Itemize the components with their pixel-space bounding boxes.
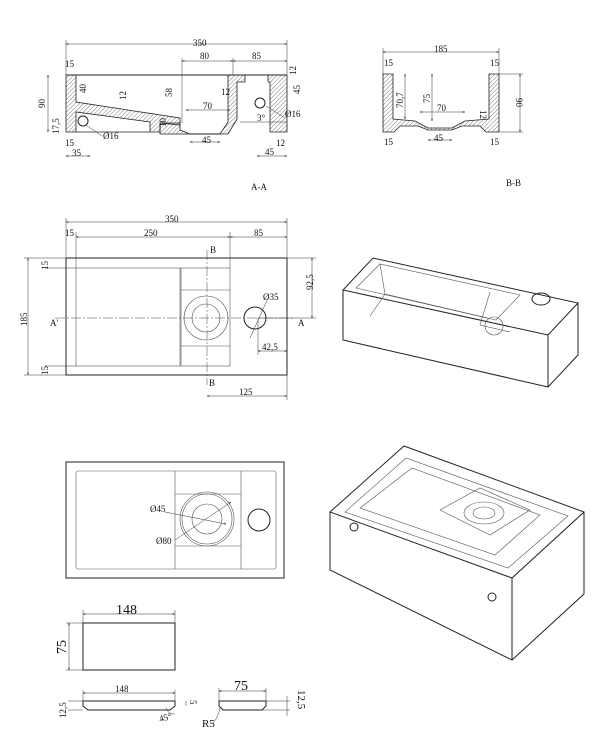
cover-dim-side-length: 148	[115, 684, 129, 694]
plan-dim-overall-width: 350	[165, 214, 179, 224]
dim-depth-left: 40	[78, 84, 88, 94]
drain-outer-ring-80	[179, 491, 235, 547]
drain-area	[180, 267, 231, 367]
dim-step: 10	[158, 118, 168, 128]
cover-dim-end-radius: R5	[202, 718, 215, 730]
section-mark-a-left: A'	[50, 318, 58, 328]
right-section	[219, 74, 288, 135]
dim-overflow-depth: 45	[292, 85, 302, 95]
section-a-a: 350 80 85 15 12 45 90 40 12 58 12 70 3° …	[37, 38, 302, 192]
dim-height: 90	[37, 99, 47, 109]
section-title: A-A	[251, 182, 267, 192]
dim-inner-drain: Ø45	[150, 504, 166, 514]
cover-dim-length: 148	[116, 603, 137, 618]
dim-drain-outlet: 45	[202, 135, 212, 145]
dim-drain-bottom: 70	[203, 101, 213, 111]
b-dim-drain-bottom: 70	[437, 103, 447, 113]
top-tap-hole	[247, 508, 271, 532]
plan-dim-wall-bottom: 15	[40, 366, 50, 376]
drain-cover-views: 148 75 148 12,5 5 45° 75 R5 12,5	[55, 603, 307, 730]
side-hole	[77, 115, 89, 127]
plan-dim-tap-hole: Ø35	[263, 292, 279, 302]
cover-top-view	[82, 622, 176, 671]
dim-overflow-wall: 12	[221, 87, 230, 97]
dim-overall-width: 350	[193, 38, 207, 48]
section-mark-b-top: B	[210, 245, 216, 255]
b-dim-drain-depth: 75	[422, 94, 432, 104]
basin-bowl	[75, 267, 181, 367]
dim-slope-thickness: 12	[118, 91, 128, 100]
dimension-lines	[48, 40, 287, 156]
cover-end-view	[218, 700, 267, 711]
isometric-view-bottom	[329, 445, 585, 661]
overflow-hole	[254, 97, 266, 109]
drain-inner-ring-45	[191, 503, 223, 535]
b-dim-width: 185	[434, 44, 448, 54]
b-dim-inner-depth: 70,7	[395, 92, 405, 108]
dim-hole-height: 17,5	[51, 118, 61, 134]
b-dim-wall-right-top: 15	[490, 58, 500, 68]
section-mark-b-bottom: B	[209, 378, 215, 388]
b-section-title: B-B	[506, 178, 521, 188]
plan-dim-depth: 185	[19, 312, 29, 326]
b-dim-wall-left-bottom: 15	[384, 137, 394, 147]
basin-outline	[65, 257, 288, 376]
dim-wall-top: 15	[65, 59, 75, 69]
plan-dim-basin-width: 250	[144, 228, 158, 238]
dim-right-wall: 12	[276, 138, 285, 148]
plan-dimension-lines	[24, 218, 316, 400]
b-dim-floor-thickness: 12	[478, 110, 488, 119]
section-b-b: 185 15 15 70,7 75 70 90 12 15 45 15 B-B	[383, 44, 524, 188]
b-dim-height: 90	[514, 98, 524, 108]
dim-depth-drain: 58	[164, 88, 174, 98]
cover-dim-end-width: 75	[234, 679, 248, 694]
plan-dim-tap-center-y: 92,5	[305, 274, 315, 290]
section-mark-a-right: A	[298, 318, 305, 328]
b-dimension-lines	[383, 48, 523, 140]
plan-dim-tap-offset-x: 42,5	[262, 342, 278, 352]
cover-dim-chamfer-angle: 45°	[158, 711, 173, 724]
dim-side-hole: Ø16	[103, 131, 119, 141]
cover-dim-chamfer: 5	[188, 700, 198, 705]
b-dim-wall-left-top: 15	[384, 58, 394, 68]
dim-right-width: 85	[252, 51, 262, 61]
cover-dim-end-height: 12,5	[295, 690, 307, 710]
plan-dim-drain-offset: 125	[239, 387, 253, 397]
dim-overflow-top: 12	[288, 66, 298, 75]
dim-drain-width: 80	[200, 51, 210, 61]
plan-view: 350 15 250 85 15 185 92,5 Ø35 42,5 15 12…	[19, 214, 316, 400]
dim-outer-drain: Ø80	[156, 536, 172, 546]
isometric-view-top	[342, 257, 579, 388]
cover-side-view	[82, 700, 176, 711]
dim-overflow-hole: Ø16	[285, 109, 301, 119]
dim-wall-bottom: 15	[65, 138, 75, 148]
drain-section	[159, 122, 191, 135]
b-dim-wall-right-bottom: 15	[490, 137, 500, 147]
plan-dim-wall-top: 15	[40, 261, 50, 271]
dim-hole-offset: 35	[72, 148, 82, 158]
cover-dim-width: 75	[55, 640, 70, 654]
top-view: Ø45 Ø80	[65, 461, 285, 579]
plan-dim-wall: 15	[65, 228, 75, 238]
iso-tap-hole	[531, 292, 551, 306]
cover-dim-side-height: 12,5	[58, 702, 68, 718]
dim-slope-angle: 3°	[257, 113, 266, 123]
plan-dim-right-width: 85	[254, 228, 264, 238]
dim-overflow-offset: 45	[265, 147, 275, 157]
b-dim-drain-outlet: 45	[434, 133, 444, 143]
